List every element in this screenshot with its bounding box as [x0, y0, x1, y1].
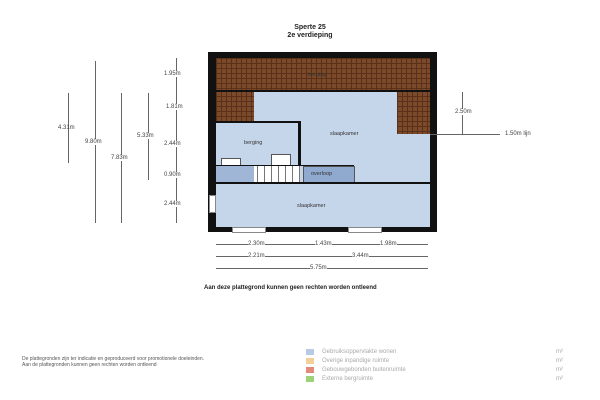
legend-swatch [306, 358, 314, 364]
dim-label: 4.31m [58, 125, 75, 131]
room-label-bedroom-top: slaapkamer [330, 131, 359, 137]
room-label-bedroom-bottom: slaapkamer [297, 203, 326, 209]
legend-label: Gebruiksoppervlakte wonen [322, 349, 397, 355]
dim-label: 7.83m [111, 155, 128, 161]
window-2 [348, 227, 382, 233]
note-line: De plattegronden zijn ter indicatie en g… [22, 356, 205, 362]
dim-label: 1.95m [164, 71, 181, 77]
promo-note: De plattegronden zijn ter indicatie en g… [22, 356, 204, 368]
roof-slope-right [397, 91, 430, 134]
bedroom-wall [216, 182, 430, 184]
dim-label: 5.75m [310, 265, 327, 271]
note-line: Aan de plattegronden kunnen geen rechten… [22, 362, 157, 368]
dim-label: 0.90m [164, 172, 181, 178]
knee-wall [216, 90, 430, 92]
dim-label: 3.44m [352, 253, 369, 259]
dim-label: 5.33m [137, 133, 154, 139]
dim-label: 1.81m [166, 104, 183, 110]
legend-swatch [306, 349, 314, 355]
legend-unit: m² [556, 349, 563, 355]
plan-title: Sperte 25 [294, 24, 326, 31]
dim-label: 2.44m [164, 201, 181, 207]
room-label-roof-storage: berging [308, 72, 327, 78]
dim-line [216, 256, 428, 257]
storage-wall [216, 121, 300, 123]
storage-wall-side [298, 121, 301, 165]
dim-line [68, 93, 69, 163]
legend-swatch [306, 367, 314, 373]
dim-label: 1.50m lijn [505, 131, 531, 137]
disclaimer: Aan deze plattegrond kunnen geen rechten… [204, 285, 377, 291]
roof-slope-left [216, 91, 254, 121]
dim-label: 2.50m [455, 109, 472, 115]
legend-unit: m² [556, 367, 563, 373]
legend-unit: m² [556, 358, 563, 364]
legend-label: Gebouwgebonden buitenruimte [322, 367, 406, 373]
legend-swatch [306, 376, 314, 382]
legend-unit: m² [556, 376, 563, 382]
dim-label: 1.98m [380, 241, 397, 247]
line-150 [430, 134, 500, 135]
dim-label: 2.44m [164, 141, 181, 147]
legend-label: Externe bergruimte [322, 376, 374, 382]
roof-storage-area [216, 58, 430, 91]
dim-label: 9.80m [85, 139, 102, 145]
stair-void [216, 166, 254, 182]
dim-chain-line [176, 58, 177, 223]
window-3 [209, 195, 216, 213]
floor-name: 2e verdieping [287, 32, 333, 39]
room-label-storage: berging [244, 140, 263, 146]
window-1 [232, 227, 266, 233]
dim-label: 2.21m [248, 253, 265, 259]
room-label-landing: overloop [311, 171, 333, 177]
dim-label: 2.30m [248, 241, 265, 247]
stair-wall [216, 165, 354, 166]
dim-label: 1.43m [315, 241, 332, 247]
legend-label: Overige inpandige ruimte [322, 358, 390, 364]
